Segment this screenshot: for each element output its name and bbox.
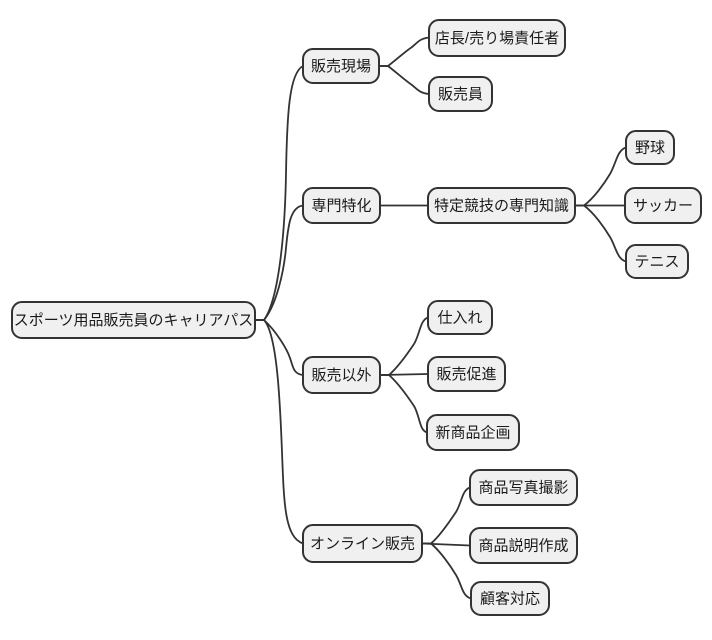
node-box	[427, 187, 576, 224]
node-label: サッカー	[633, 198, 693, 215]
node-customer-service[interactable]: 顧客対応	[470, 581, 550, 616]
node-box	[427, 300, 493, 335]
node-label: 特定競技の専門知識	[434, 198, 569, 215]
node-online-sales[interactable]: オンライン販売	[302, 524, 423, 563]
edge-sales-floor-to-salesperson	[378, 65, 430, 95]
node-purchasing[interactable]: 仕入れ	[427, 300, 493, 335]
node-sport-expertise[interactable]: 特定競技の専門知識	[427, 187, 576, 224]
node-label: オンライン販売	[310, 536, 415, 553]
node-label: 販売員	[438, 86, 483, 103]
node-product-description[interactable]: 商品説明作成	[469, 527, 578, 564]
node-label: 商品写真撮影	[478, 479, 568, 497]
node-baseball[interactable]: 野球	[625, 130, 675, 165]
node-label: 商品説明作成	[478, 538, 568, 555]
node-career-path-root[interactable]: スポーツ用品販売員のキャリアパス	[11, 301, 256, 339]
node-box	[624, 187, 702, 224]
node-box	[428, 19, 566, 57]
edge-sport-expertise-to-baseball	[574, 146, 627, 207]
node-salesperson[interactable]: 販売員	[428, 76, 493, 112]
edge-non-sales-to-purchasing	[379, 316, 429, 376]
node-box	[469, 527, 578, 564]
edge-sport-expertise-to-tennis	[574, 204, 627, 263]
node-box	[302, 48, 380, 84]
node-box	[302, 187, 381, 224]
node-box	[469, 469, 578, 506]
node-sales-floor[interactable]: 販売現場	[302, 48, 380, 84]
node-label: 野球	[635, 140, 665, 157]
node-box	[11, 301, 256, 339]
edge-root-to-online-sales	[254, 319, 304, 545]
node-label: スポーツ用品販売員のキャリアパス	[14, 312, 253, 329]
node-product-photography[interactable]: 商品写真撮影	[469, 469, 578, 506]
nodes-layer: スポーツ用品販売員のキャリアパス 販売現場 店長/売り場責任者 販売員 専門特化…	[11, 19, 702, 616]
node-box	[470, 581, 550, 616]
node-non-sales[interactable]: 販売以外	[302, 356, 381, 394]
node-label: 販売現場	[311, 58, 371, 75]
node-label: 新商品企画	[435, 424, 510, 442]
edge-sales-floor-to-store-manager	[378, 36, 430, 67]
node-store-manager[interactable]: 店長/売り場責任者	[428, 19, 566, 57]
edge-root-to-specialization	[254, 204, 304, 321]
node-soccer[interactable]: サッカー	[624, 187, 702, 224]
edge-root-to-sales-floor	[254, 65, 304, 321]
edge-non-sales-to-product-planning	[379, 374, 428, 434]
node-label: 顧客対応	[480, 591, 540, 608]
edge-online-sales-to-customer-service	[421, 542, 472, 600]
node-label: 販売促進	[436, 366, 496, 383]
node-label: 仕入れ	[437, 310, 482, 327]
node-label: テニス	[634, 254, 679, 271]
node-specialization[interactable]: 専門特化	[302, 187, 381, 224]
node-box	[302, 524, 423, 563]
node-label: 店長/売り場責任者	[435, 30, 559, 47]
node-box	[426, 414, 520, 451]
edges-layer	[254, 36, 627, 600]
node-box	[302, 356, 381, 394]
node-box	[428, 76, 493, 112]
node-tennis[interactable]: テニス	[625, 244, 689, 279]
edge-root-to-non-sales	[254, 319, 304, 376]
node-label: 販売以外	[311, 367, 371, 384]
edge-online-sales-to-product-photography	[421, 486, 471, 545]
node-product-planning[interactable]: 新商品企画	[426, 414, 520, 451]
node-box	[625, 130, 675, 165]
node-box	[427, 356, 506, 392]
node-sales-promotion[interactable]: 販売促進	[427, 356, 506, 392]
node-box	[625, 244, 689, 279]
node-label: 専門特化	[311, 198, 371, 215]
